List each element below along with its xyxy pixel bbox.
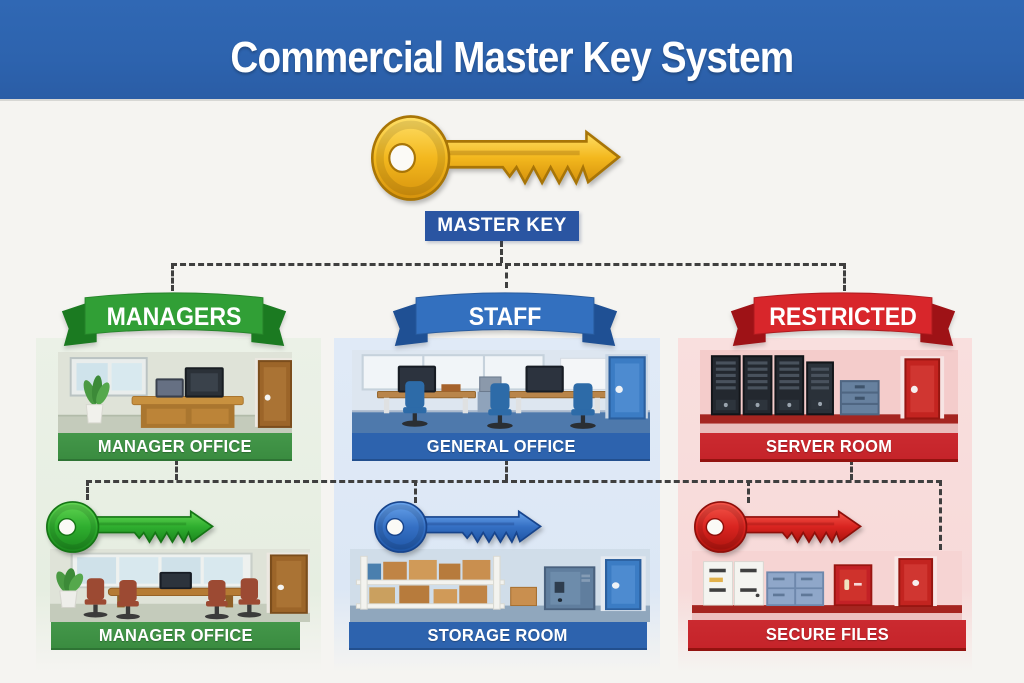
- server-rack-icon: [710, 355, 834, 416]
- door-icon: [900, 356, 945, 420]
- master-key-icon: [370, 115, 622, 201]
- connector-drop-red-key: [747, 480, 750, 503]
- safe-icon: [833, 564, 873, 607]
- manager-office-lower-scene: [50, 549, 310, 622]
- managers-ribbon: MANAGERS: [61, 292, 287, 347]
- connector-riser-manager-office: [175, 459, 178, 480]
- metal-cabinet-icon: [543, 566, 596, 611]
- monitor-icon: [155, 367, 224, 398]
- connector-drop-staff: [505, 263, 508, 288]
- connector-master-drop: [500, 241, 503, 263]
- plant-icon: [56, 568, 84, 608]
- staff-ribbon-label: STAFF: [469, 303, 542, 331]
- door-icon: [605, 354, 648, 420]
- desk-icon: [131, 396, 244, 428]
- secure-files-scene: [692, 551, 962, 622]
- master-key-label: MASTER KEY: [425, 211, 579, 241]
- restricted-ribbon-label: RESTRICTED: [769, 303, 917, 331]
- window-icon: [69, 357, 148, 397]
- restricted-key-icon: [694, 501, 863, 553]
- connector-bottom-horizontal: [86, 480, 942, 483]
- storage-room-plate: STORAGE ROOM: [349, 622, 647, 650]
- window-icon: [361, 354, 545, 391]
- file-locker-icon: [703, 561, 764, 606]
- connector-drop-managers: [171, 263, 174, 291]
- manager-office-scene: [58, 352, 292, 433]
- managers-ribbon-label: MANAGERS: [107, 303, 242, 331]
- header-banner: Commercial Master Key System: [0, 0, 1024, 101]
- general-office-scene: [352, 350, 650, 433]
- general-office-plate: GENERAL OFFICE: [352, 433, 650, 461]
- connector-riser-general-office: [505, 459, 508, 480]
- server-room-plate: SERVER ROOM: [700, 433, 958, 462]
- connector-drop-green-key: [86, 480, 89, 500]
- connector-riser-server-room: [850, 459, 853, 480]
- connector-drop-secure-files: [939, 480, 942, 550]
- chair-icon: [83, 578, 262, 620]
- connector-drop-restricted: [843, 263, 846, 291]
- door-icon: [894, 556, 937, 607]
- door-icon: [266, 552, 310, 614]
- door-icon: [600, 556, 646, 612]
- server-room-scene: [700, 350, 958, 433]
- staff-ribbon: STAFF: [392, 292, 618, 347]
- shelf-icon: [355, 555, 505, 610]
- key-shaft-groove: [449, 150, 580, 156]
- staff-key-icon: [374, 501, 543, 553]
- connector-top-horizontal: [171, 263, 845, 266]
- locker-block-icon: [766, 571, 825, 607]
- storage-room-scene: [350, 549, 650, 622]
- plant-icon: [83, 375, 110, 424]
- office-chair-icon: [402, 381, 596, 429]
- connector-drop-blue-key: [414, 480, 417, 503]
- managers-key-icon: [46, 501, 215, 553]
- page-title: Commercial Master Key System: [230, 33, 795, 82]
- door-icon: [254, 358, 292, 428]
- manager-office-lower-plate: MANAGER OFFICE: [51, 622, 300, 650]
- secure-files-plate: SECURE FILES: [688, 620, 966, 651]
- manager-office-plate: MANAGER OFFICE: [58, 433, 292, 461]
- file-cabinet-icon: [839, 380, 880, 416]
- restricted-ribbon: RESTRICTED: [730, 292, 956, 347]
- monitor-icon: [159, 571, 192, 590]
- box-icon: [510, 586, 537, 607]
